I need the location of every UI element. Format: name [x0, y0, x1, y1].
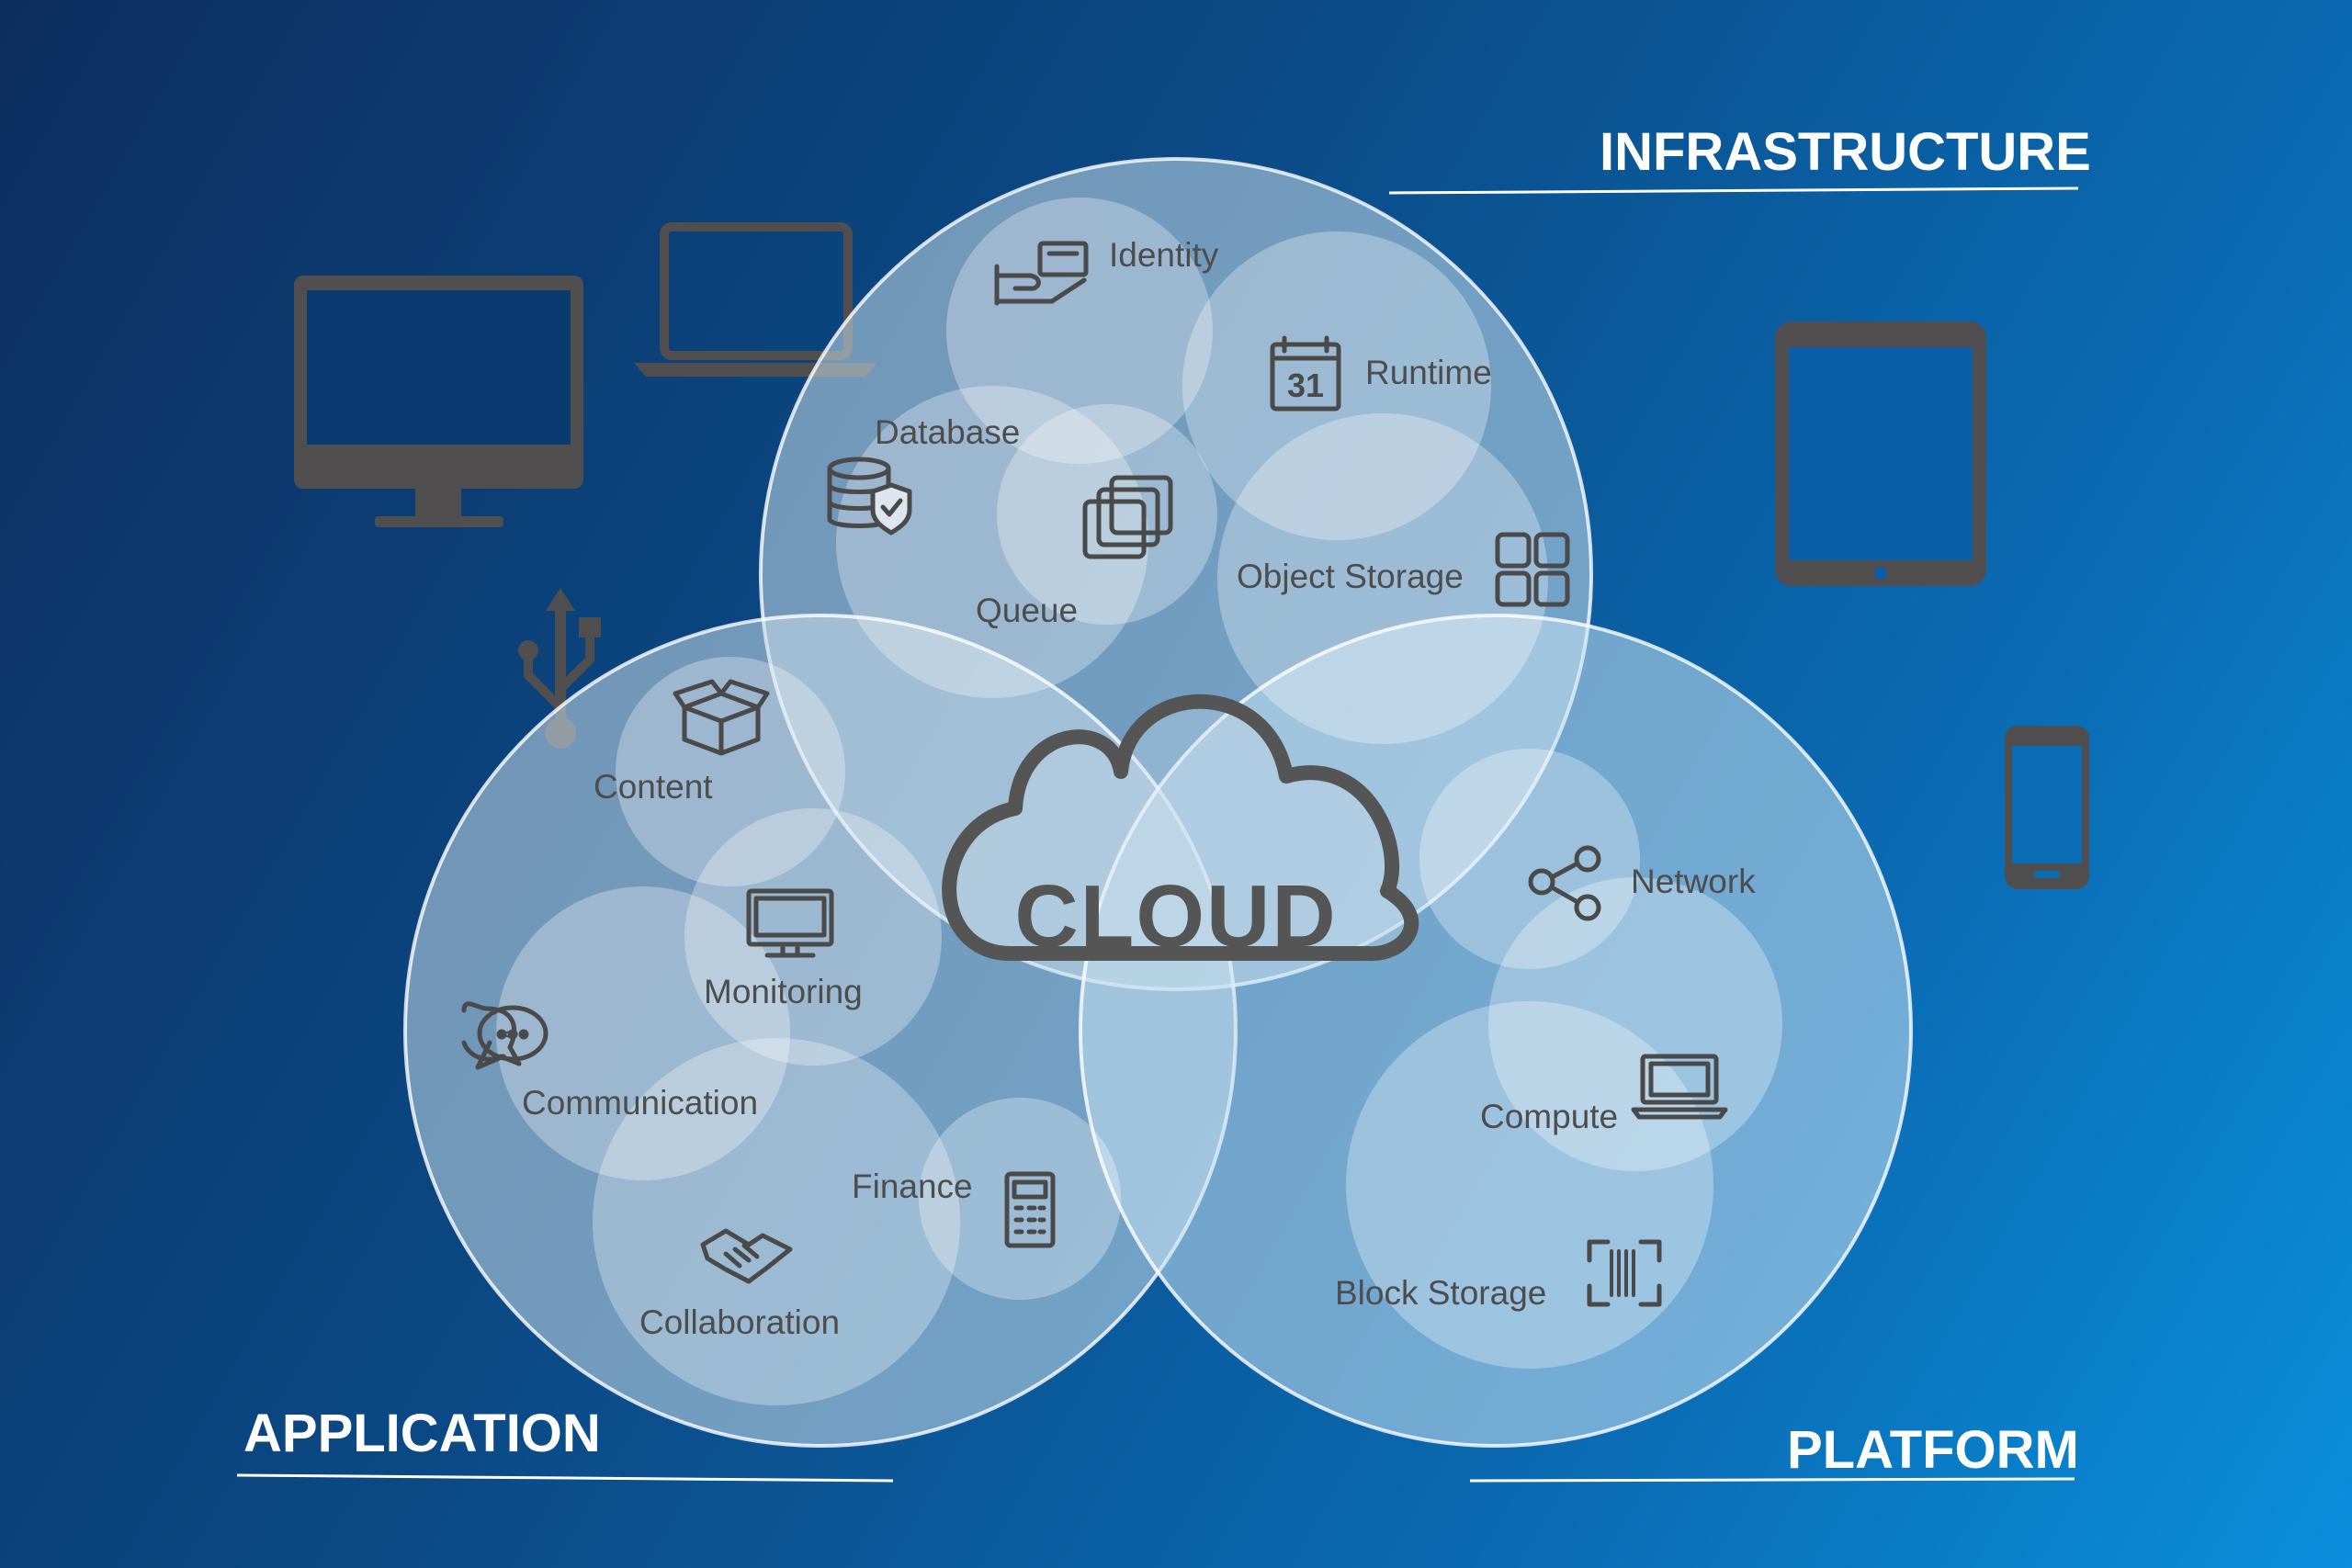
database-item: Database	[827, 413, 1020, 536]
smartphone-icon	[2005, 726, 2089, 889]
object-storage-label: Object Storage	[1237, 558, 1464, 595]
queue-label: Queue	[976, 592, 1078, 629]
content-label: Content	[594, 768, 713, 806]
identity-item: Identity	[994, 236, 1219, 306]
infrastructure-underline	[1388, 186, 2079, 195]
identity-hand-card-icon	[994, 241, 1089, 306]
block-storage-item: Block Storage	[1335, 1239, 1662, 1312]
barcode-scan-icon	[1587, 1239, 1662, 1307]
calculator-icon	[1004, 1171, 1056, 1248]
content-item: Content	[594, 679, 770, 806]
calendar-day-label: 31	[1287, 367, 1324, 404]
object-storage-item: Object Storage	[1237, 532, 1570, 607]
laptop-small-icon	[1631, 1054, 1728, 1120]
collaboration-item: Collaboration	[639, 1228, 840, 1341]
stacked-layers-icon	[1082, 475, 1173, 559]
grid-squares-icon	[1495, 532, 1570, 607]
inner-bubbles	[496, 197, 1782, 1405]
calendar-icon: 31	[1270, 335, 1341, 412]
monitoring-item: Monitoring	[704, 888, 863, 1010]
identity-label: Identity	[1109, 236, 1219, 274]
collaboration-label: Collaboration	[639, 1303, 840, 1341]
database-label: Database	[875, 413, 1020, 451]
block-storage-label: Block Storage	[1335, 1274, 1546, 1312]
monitoring-label: Monitoring	[704, 973, 863, 1010]
chat-bubbles-icon	[461, 1001, 548, 1070]
handshake-icon	[700, 1228, 793, 1284]
share-nodes-icon	[1528, 845, 1601, 921]
communication-label: Communication	[522, 1084, 758, 1122]
cloud-icon	[942, 694, 1419, 962]
platform-circle	[1079, 614, 1913, 1448]
finance-label: Finance	[852, 1168, 973, 1205]
application-underline	[236, 1473, 894, 1483]
monitor-icon	[746, 888, 834, 958]
finance-item: Finance	[852, 1168, 1056, 1248]
cloud-label: CLOUD	[1014, 867, 1337, 965]
compute-item: Compute	[1480, 1054, 1728, 1135]
compute-label: Compute	[1480, 1098, 1618, 1135]
communication-item: Communication	[461, 1001, 758, 1122]
desktop-monitor-icon	[294, 276, 583, 527]
runtime-label: Runtime	[1365, 354, 1492, 391]
network-label: Network	[1631, 863, 1756, 900]
runtime-item: 31 Runtime	[1270, 335, 1492, 412]
network-item: Network	[1528, 845, 1756, 921]
infrastructure-heading: INFRASTRUCTURE	[1600, 122, 2091, 182]
tablet-icon	[1775, 321, 1986, 586]
application-heading: APPLICATION	[243, 1404, 601, 1463]
platform-heading: PLATFORM	[1787, 1420, 2079, 1480]
database-shield-icon	[827, 457, 912, 536]
open-box-icon	[673, 679, 770, 756]
queue-item: Queue	[976, 475, 1173, 629]
platform-underline	[1469, 1477, 2075, 1483]
